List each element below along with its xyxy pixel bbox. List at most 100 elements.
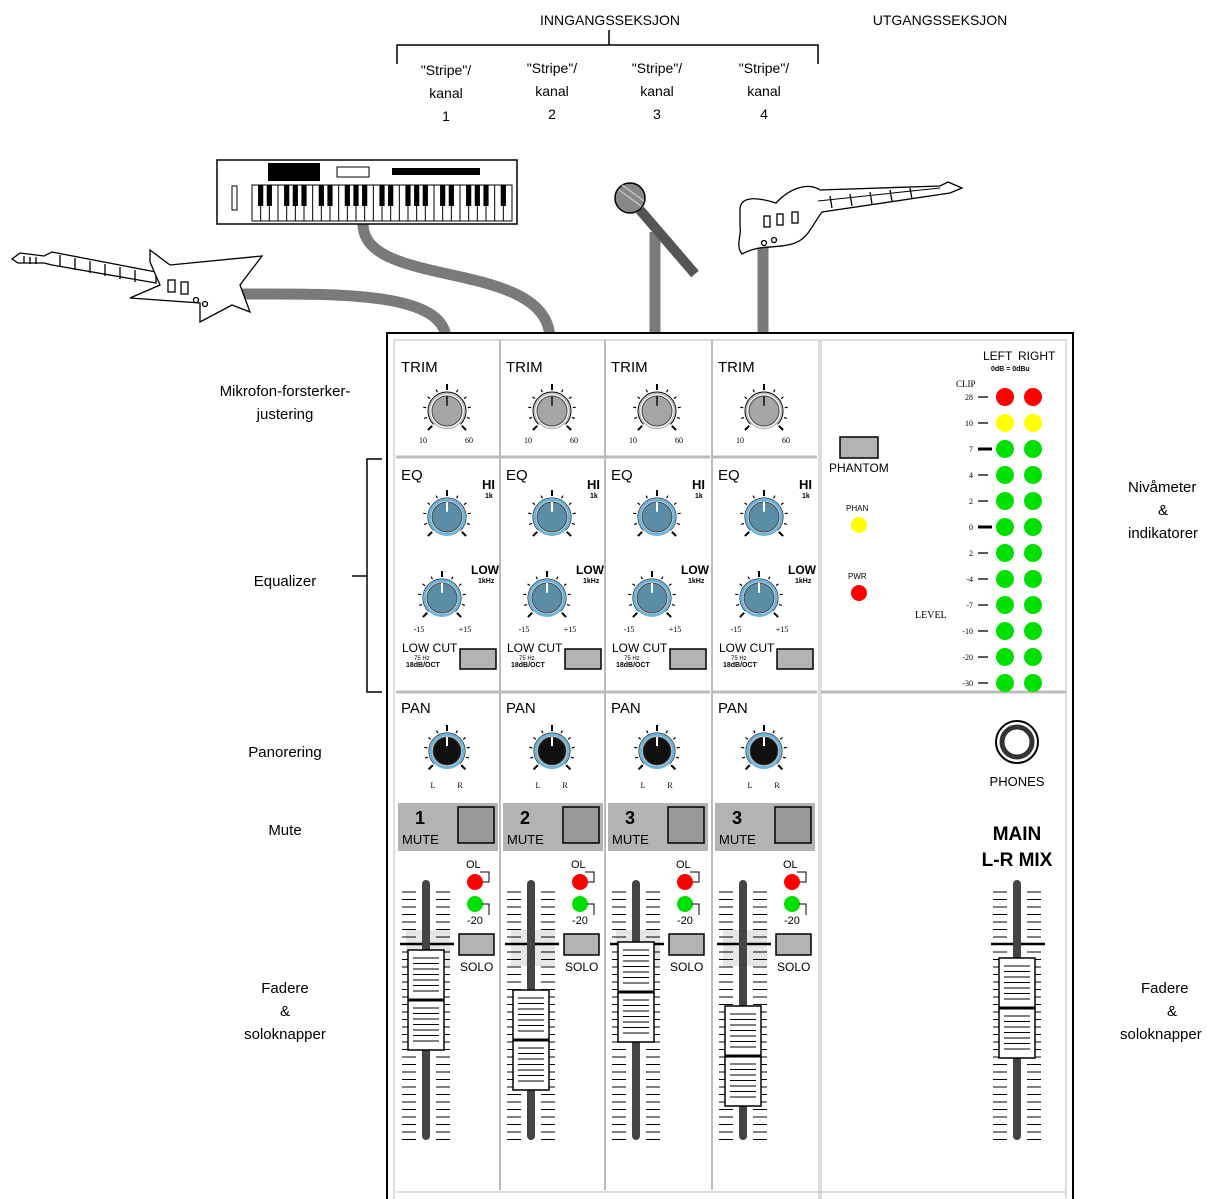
mute-button[interactable] [667,806,705,844]
eq-max-label: +15 [564,625,577,634]
low-cut-slope-label: 18dB/OCT [511,662,546,669]
mute-label: MUTE [719,832,756,847]
black-key [266,185,272,206]
fader-cap[interactable] [512,989,550,1091]
meter-left-led [996,596,1014,614]
channel-number: 3 [732,808,742,828]
mute-button[interactable] [774,806,812,844]
solo-button[interactable] [458,933,495,956]
minus20-label: -20 [572,915,588,927]
low-freq-label: 1kHz [688,578,705,585]
low-cut-button[interactable] [459,648,497,670]
pan-label: PAN [718,700,748,717]
mute-label: MUTE [507,832,544,847]
mute-button[interactable] [457,806,495,844]
eq-label: EQ [718,467,740,484]
signal-led [677,896,693,912]
eq-label: EQ [401,467,423,484]
channel-number: 1 [415,808,425,828]
black-key [466,185,472,206]
low-freq-label: 1kHz [583,578,600,585]
input-section-bracket [396,30,819,64]
trim-label: TRIM [506,359,543,376]
hi-label: HI [482,477,495,492]
solo-button[interactable] [668,933,705,956]
black-key [422,185,428,206]
ol-led [677,874,693,890]
pan-knob [529,725,575,771]
low-eq-knob [628,571,676,618]
ol-label: OL [571,859,586,871]
low-label: LOW [471,563,500,577]
low-cut-button[interactable] [669,648,707,670]
solo-label: SOLO [670,960,703,974]
main-fader-cap[interactable] [998,957,1036,1059]
level-label: LEVEL [915,610,947,621]
black-key [414,185,420,206]
cables [231,223,769,341]
fader-cap[interactable] [724,1005,762,1107]
preamp-label: Mikrofon-forsterker-justering [219,383,351,423]
low-cut-button[interactable] [564,648,602,670]
phan-label: PHAN [846,504,868,513]
meter-right-led [1024,388,1042,406]
equalizer-label: Equalizer [253,573,317,590]
main-mix-label: L-R MIX [982,850,1053,871]
black-key [327,185,333,206]
fader-cap[interactable] [617,941,655,1043]
meter-scale-label: 2 [969,549,973,558]
hi-eq-knob [633,490,681,537]
trim-min-label: 10 [736,436,744,445]
ol-label: OL [676,859,691,871]
solo-label: SOLO [777,960,810,974]
main-label: MAIN [993,824,1042,845]
ol-led [784,874,800,890]
trim-label: TRIM [401,359,438,376]
minus20-label: -20 [467,915,483,927]
low-cut-button[interactable] [776,648,814,670]
pan-knob [634,725,680,771]
solo-button[interactable] [563,933,600,956]
meter-left-led [996,466,1014,484]
trim-max-label: 60 [570,436,578,445]
meter-right-led [1024,414,1042,432]
fader-cap[interactable] [407,949,445,1051]
low-cut-freq-label: 75 Hz [731,656,747,662]
solo-button[interactable] [775,933,812,956]
meter-right-led [1024,440,1042,458]
mute-button[interactable] [562,806,600,844]
channel-fader [717,880,771,1140]
low-cut-label: LOW CUT [719,641,775,655]
meter-left-led [996,648,1014,666]
black-key [440,185,446,206]
eq-min-label: -15 [414,625,425,634]
signal-led [784,896,800,912]
meter-left-led [996,518,1014,536]
meter-scale-label: 2 [969,497,973,506]
low-freq-label: 1kHz [478,578,495,585]
faders-right-label: Fadere&soloknapper [1120,980,1202,1043]
keyboard-icon [216,159,518,225]
hi-freq-label: 1k [485,493,493,500]
ol-led [572,874,588,890]
black-key [362,185,368,206]
phantom-led [851,517,867,533]
pan-knob [424,725,470,771]
mute-label: Mute [268,822,302,839]
pan-knob [741,725,787,771]
meter-left-led [996,674,1014,692]
meter-right-led [1024,544,1042,562]
phantom-button[interactable] [839,436,879,459]
black-key [301,185,307,206]
meter-scale-label: -4 [966,575,973,584]
pan-right-label: R [667,781,673,790]
trim-max-label: 60 [465,436,473,445]
trim-knob [633,384,681,431]
black-key [379,185,385,206]
